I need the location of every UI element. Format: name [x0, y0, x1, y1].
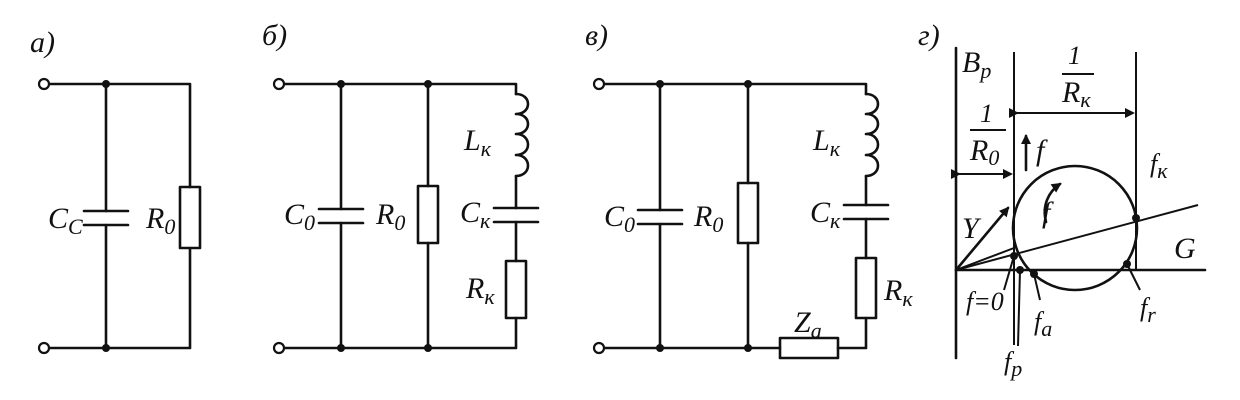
locus-line-f0 — [955, 247, 1015, 271]
panel-b-resistor-r0 — [416, 184, 440, 245]
fraction-rk-numerator: 1 — [1068, 41, 1081, 70]
panel-c-capacitor-c0-label: C0 — [604, 200, 635, 237]
panel-c-capacitor-ck-label: Cк — [810, 196, 841, 233]
panel-a-terminal-top — [37, 77, 51, 91]
panel-c-impedance-label: Za — [794, 306, 822, 343]
panel-a-capacitor — [82, 209, 130, 227]
panel-d-label: г) — [918, 19, 940, 52]
admittance-circle — [1011, 164, 1139, 292]
panel-b-inductor-lk — [514, 92, 530, 178]
panel-c-label: в) — [585, 19, 608, 52]
admittance-label: Y — [962, 212, 982, 245]
panel-a-resistor — [178, 185, 202, 250]
panel-b: б) C0 R0 Lк Cк Rк — [262, 19, 540, 355]
point-f-a-label: fa — [1034, 307, 1052, 341]
panel-b-terminal-top — [272, 77, 286, 91]
panel-c-capacitor-ck — [842, 203, 890, 221]
panel-a-wires — [48, 82, 192, 350]
leader-f-r — [1126, 263, 1141, 291]
panel-b-node — [337, 80, 345, 88]
admittance-vector-y — [954, 206, 1010, 272]
panel-b-inductor-lk-label: Lк — [463, 124, 492, 161]
panel-c-terminal-bottom — [592, 341, 606, 355]
panel-c-node — [744, 344, 752, 352]
panel-c-node — [656, 80, 664, 88]
panel-b-capacitor-ck-label: Cк — [460, 196, 491, 233]
point-f-p-label: fр — [1004, 347, 1022, 381]
panel-c-terminal-top — [592, 77, 606, 91]
axis-b-label: Bр — [962, 46, 991, 83]
panel-a-resistor-label: R0 — [145, 202, 175, 239]
panel-b-resistor-rk — [504, 259, 528, 320]
panel-c-node — [656, 344, 664, 352]
circle-frequency-label: f — [1042, 196, 1054, 229]
panel-a-node — [102, 344, 110, 352]
panel-b-resistor-r0-label: R0 — [375, 198, 405, 235]
panel-a-capacitor-label: CC — [48, 202, 83, 239]
panel-b-node — [337, 344, 345, 352]
leader-f-a — [1033, 273, 1041, 301]
axis-g-label: G — [1174, 232, 1196, 265]
panel-b-capacitor-c0-label: C0 — [284, 198, 315, 235]
panel-a: а) CC R0 — [30, 26, 202, 355]
panel-a-label: а) — [30, 26, 55, 59]
panel-a-node — [102, 80, 110, 88]
leader-f-p — [1017, 269, 1021, 347]
panel-c-resistor-rk — [854, 256, 878, 320]
panel-c-resistor-rk-label: Rк — [883, 274, 913, 311]
panel-c-wires — [603, 82, 868, 350]
panel-b-capacitor-ck — [492, 206, 540, 224]
panel-a-terminal-bottom — [37, 341, 51, 355]
panel-b-terminal-bottom — [272, 341, 286, 355]
panel-d: г) Bр G Y f f — [918, 19, 1207, 381]
fraction-rk-denominator: Rк — [1061, 76, 1091, 112]
panel-c-capacitor-c0 — [636, 208, 684, 226]
panel-b-node — [424, 344, 432, 352]
panel-c-inductor-lk — [864, 92, 880, 178]
fraction-r0-numerator: 1 — [980, 99, 993, 128]
panel-b-label: б) — [262, 19, 287, 52]
point-f-zero-label: f=0 — [966, 287, 1004, 316]
panel-c-impedance-za — [778, 336, 840, 360]
circle-direction-arrow — [1043, 182, 1062, 224]
panel-c-resistor-r0 — [736, 181, 760, 245]
frequency-arrow-label: f — [1036, 134, 1048, 167]
point-f-r-label: fr — [1140, 293, 1156, 327]
panel-b-node — [424, 80, 432, 88]
point-f-k-label: fк — [1150, 149, 1168, 183]
locus-line-fk — [955, 204, 1199, 271]
panel-c: в) C0 R0 Lк Cк Rк Za — [585, 19, 913, 360]
leader-f-zero — [1003, 255, 1015, 291]
panel-b-resistor-rk-label: Rк — [465, 272, 495, 309]
panel-b-capacitor-c0 — [317, 207, 365, 225]
fraction-r0-denominator: R0 — [969, 134, 999, 170]
point-f-k — [1132, 214, 1140, 222]
panel-b-wires — [283, 82, 518, 350]
panel-c-resistor-r0-label: R0 — [693, 200, 723, 237]
panel-c-node — [744, 80, 752, 88]
panel-c-inductor-lk-label: Lк — [812, 124, 841, 161]
